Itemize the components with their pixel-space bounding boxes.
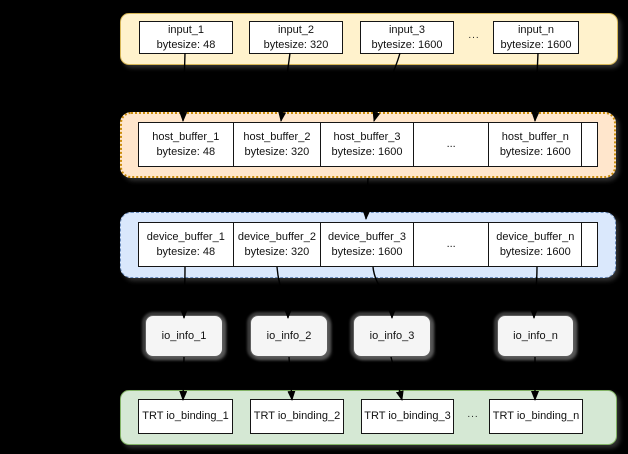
- io-info-3-label: io_info_3: [369, 330, 415, 342]
- device-buffer-2-bytesize: bytesize: 320: [244, 245, 310, 258]
- device-buffer-n-bytesize: bytesize: 1600: [499, 245, 571, 258]
- device-buffer-3-bytesize: bytesize: 1600: [331, 245, 403, 258]
- host-buffer-empty-cell: [582, 123, 597, 166]
- trt-bindings-ellipsis: ...: [467, 409, 479, 420]
- device-buffer-ellipsis: ...: [446, 238, 456, 251]
- input-2-name: input_2: [277, 23, 315, 36]
- io-info-n-label: io_info_n: [513, 330, 558, 342]
- input-3-name: input_3: [388, 23, 426, 36]
- host-buffer-3-name: host_buffer_3: [333, 130, 401, 143]
- device-buffer-cell-2: device_buffer_2 bytesize: 320: [234, 223, 322, 266]
- trt-binding-3-label: TRT io_binding_3: [364, 410, 451, 423]
- trt-binding-2-label: TRT io_binding_2: [253, 410, 341, 423]
- input-n-bytesize: bytesize: 1600: [500, 38, 572, 51]
- device-buffer-1-bytesize: bytesize: 48: [156, 245, 216, 258]
- host-buffer-ellipsis: ...: [446, 138, 456, 151]
- device-buffer-cell-1: device_buffer_1 bytesize: 48: [139, 223, 234, 266]
- input-box-1: input_1 bytesize: 48: [139, 21, 233, 54]
- input-2-bytesize: bytesize: 320: [263, 38, 329, 51]
- inputs-ellipsis: ...: [468, 30, 480, 41]
- trt-binding-box-2: TRT io_binding_2: [250, 399, 344, 434]
- inputs-group: input_1 bytesize: 48 input_2 bytesize: 3…: [120, 13, 618, 65]
- input-1-bytesize: bytesize: 48: [156, 38, 216, 51]
- io-info-box-1: io_info_1: [145, 315, 223, 357]
- trt-binding-1-label: TRT io_binding_1: [142, 410, 229, 423]
- trt-bindings-group: TRT io_binding_1 TRT io_binding_2 TRT io…: [120, 390, 617, 445]
- host-buffer-table: host_buffer_1 bytesize: 48 host_buffer_2…: [138, 122, 598, 167]
- host-buffer-1-name: host_buffer_1: [152, 130, 220, 143]
- host-buffers-group: host_buffer_1 bytesize: 48 host_buffer_2…: [120, 112, 616, 178]
- input-3-bytesize: bytesize: 1600: [371, 38, 443, 51]
- host-buffer-cell-1: host_buffer_1 bytesize: 48: [139, 123, 234, 166]
- host-buffer-n-bytesize: bytesize: 1600: [499, 145, 571, 158]
- device-buffers-group: device_buffer_1 bytesize: 48 device_buff…: [120, 212, 616, 278]
- host-buffer-cell-2: host_buffer_2 bytesize: 320: [234, 123, 322, 166]
- io-info-box-2: io_info_2: [250, 315, 328, 357]
- input-box-2: input_2 bytesize: 320: [249, 21, 343, 54]
- host-buffer-1-bytesize: bytesize: 48: [156, 145, 216, 158]
- host-buffer-3-bytesize: bytesize: 1600: [331, 145, 403, 158]
- device-buffer-empty-cell: [582, 223, 597, 266]
- input-box-3: input_3 bytesize: 1600: [360, 21, 454, 54]
- host-buffer-2-bytesize: bytesize: 320: [244, 145, 310, 158]
- device-buffer-3-name: device_buffer_3: [327, 230, 407, 243]
- trt-binding-box-3: TRT io_binding_3: [361, 399, 454, 434]
- host-buffer-ellipsis-cell: ...: [414, 123, 490, 166]
- io-info-2-label: io_info_2: [266, 330, 312, 342]
- device-buffer-cell-n: device_buffer_n bytesize: 1600: [489, 223, 583, 266]
- host-buffer-2-name: host_buffer_2: [243, 130, 311, 143]
- trt-binding-box-1: TRT io_binding_1: [138, 399, 233, 434]
- device-buffer-cell-3: device_buffer_3 bytesize: 1600: [321, 223, 414, 266]
- host-buffer-n-name: host_buffer_n: [501, 130, 569, 143]
- device-buffer-2-name: device_buffer_2: [237, 230, 316, 243]
- io-info-box-3: io_info_3: [353, 315, 431, 357]
- trt-binding-n-label: TRT io_binding_n: [492, 410, 580, 423]
- device-buffer-1-name: device_buffer_1: [146, 230, 225, 243]
- device-buffer-table: device_buffer_1 bytesize: 48 device_buff…: [138, 222, 598, 267]
- host-buffer-cell-3: host_buffer_3 bytesize: 1600: [321, 123, 414, 166]
- input-box-n: input_n bytesize: 1600: [493, 21, 579, 54]
- io-info-1-label: io_info_1: [161, 330, 207, 342]
- input-1-name: input_1: [167, 23, 205, 36]
- device-buffer-n-name: device_buffer_n: [496, 230, 575, 243]
- trt-binding-box-n: TRT io_binding_n: [489, 399, 583, 434]
- device-buffer-ellipsis-cell: ...: [414, 223, 490, 266]
- host-buffer-cell-n: host_buffer_n bytesize: 1600: [489, 123, 583, 166]
- input-n-name: input_n: [517, 23, 555, 36]
- io-info-box-n: io_info_n: [497, 315, 574, 357]
